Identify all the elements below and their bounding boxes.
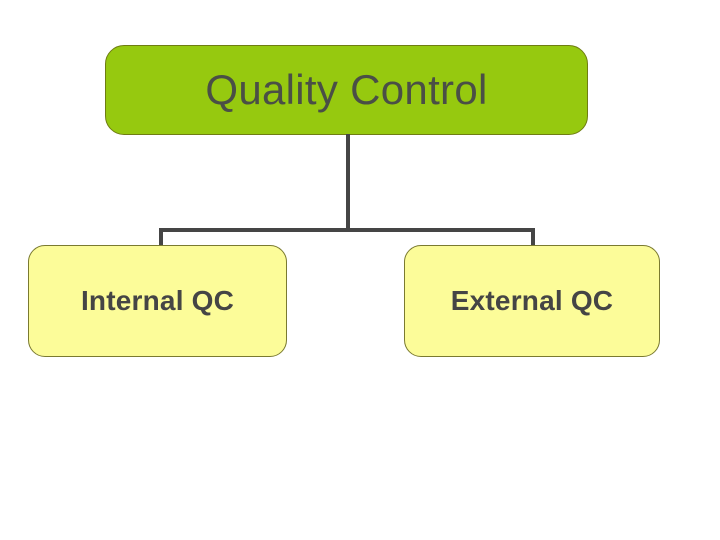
- node-internal-qc[interactable]: Internal QC: [28, 245, 287, 357]
- node-external-qc[interactable]: External QC: [404, 245, 660, 357]
- node-internal-qc-label: Internal QC: [80, 284, 235, 316]
- connector-stub-internal-qc: [159, 228, 163, 247]
- node-quality-control-label: Quality Control: [205, 65, 488, 113]
- connector-bus-horizontal: [159, 228, 535, 232]
- connector-stub-external-qc: [531, 228, 535, 247]
- node-external-qc-label: External QC: [450, 284, 614, 316]
- node-quality-control[interactable]: Quality Control: [105, 45, 588, 135]
- connector-trunk-vertical: [346, 134, 350, 232]
